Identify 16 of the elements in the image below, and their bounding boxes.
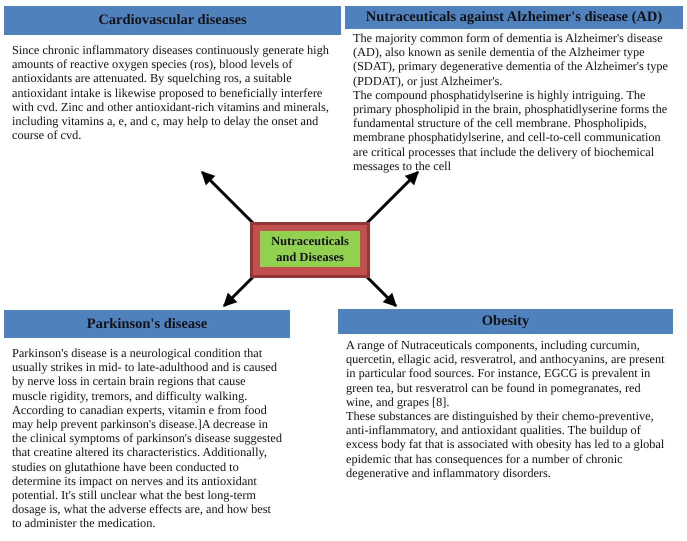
arrow bbox=[222, 276, 254, 308]
body-paragraph: Since chronic inflammatory diseases continuously generate high amounts of reactive oxygen species (ros), blood levels of antioxidants are attenuated. By squelching ros, a suitable antioxidant intake is likewise proposed to beneficially interfere with cvd. Zinc and other antioxidant-rich vitamins and minerals, including vitamins a, e, and c, may help to delay the onset and course of cvd. bbox=[11, 43, 330, 142]
arrow bbox=[366, 170, 420, 224]
section-heading: Cardiovascular diseases bbox=[4, 6, 341, 35]
body-paragraph: The majority common form of dementia is Alzheimer's disease (AD), also known as senile dementia of the Alzheimer type (SDAT), primary degenerative dementia of the Alzheimer's type (PDDAT), or just Alzheimer's. bbox=[352, 31, 669, 88]
body-paragraph: Parkinson's disease is a neurological condition that usually strikes in mid- to late-adulthood and is caused by nerve loss in certain brain regions that cause muscle rigidity, tremors, and difficulty walking. According to canadian experts, vitamin e from food may help prevent parkinson's disease.]A decrease in the clinical symptoms of parkinson's disease suggested that creatine altered its characteristics. Additionally, studies on glutathione have been conducted to determine its impact on nerves and its antioxidant potential. It's still unclear what the best long-term dosage is, what the adverse effects are, and how best to administer the medication. bbox=[11, 346, 283, 531]
central-topic-box bbox=[250, 222, 370, 278]
arrow bbox=[366, 276, 398, 308]
arrow bbox=[200, 170, 254, 224]
section-heading: Parkinson's disease bbox=[4, 310, 290, 338]
body-paragraph: The compound phosphatidylserine is highly intriguing. The primary phospholipid in the brain, phosphatidlyserine forms the fundamental structure of the cell membrane. Phospholipids, membrane phosphatidylserine, and cell-to-cell communication are critical processes that include the delivery of biochemical messages to the cell bbox=[352, 88, 668, 174]
central-topic-label: Nutraceuticals and Diseases bbox=[260, 231, 360, 267]
body-paragraph: These substances are distinguished by their chemo-preventive, anti-inflammatory, and antioxidant qualities. The buildup of excess body fat that is associated with obesity has led to a global epidemic that has consequences for a number of chronic degenerative and inflammatory disorders. bbox=[345, 409, 666, 480]
section-heading: Nutraceuticals against Alzheimer's disease (AD) bbox=[345, 6, 683, 29]
section-heading: Obesity bbox=[338, 309, 673, 334]
body-paragraph: A range of Nutraceuticals components, including curcumin, quercetin, ellagic acid, resveratrol, and anthocyanins, are present in particular food sources. For instance, EGCG is prevalent in green tea, but resveratrol can be found in pomegranates, red wine, and grapes [8]. bbox=[345, 338, 666, 410]
